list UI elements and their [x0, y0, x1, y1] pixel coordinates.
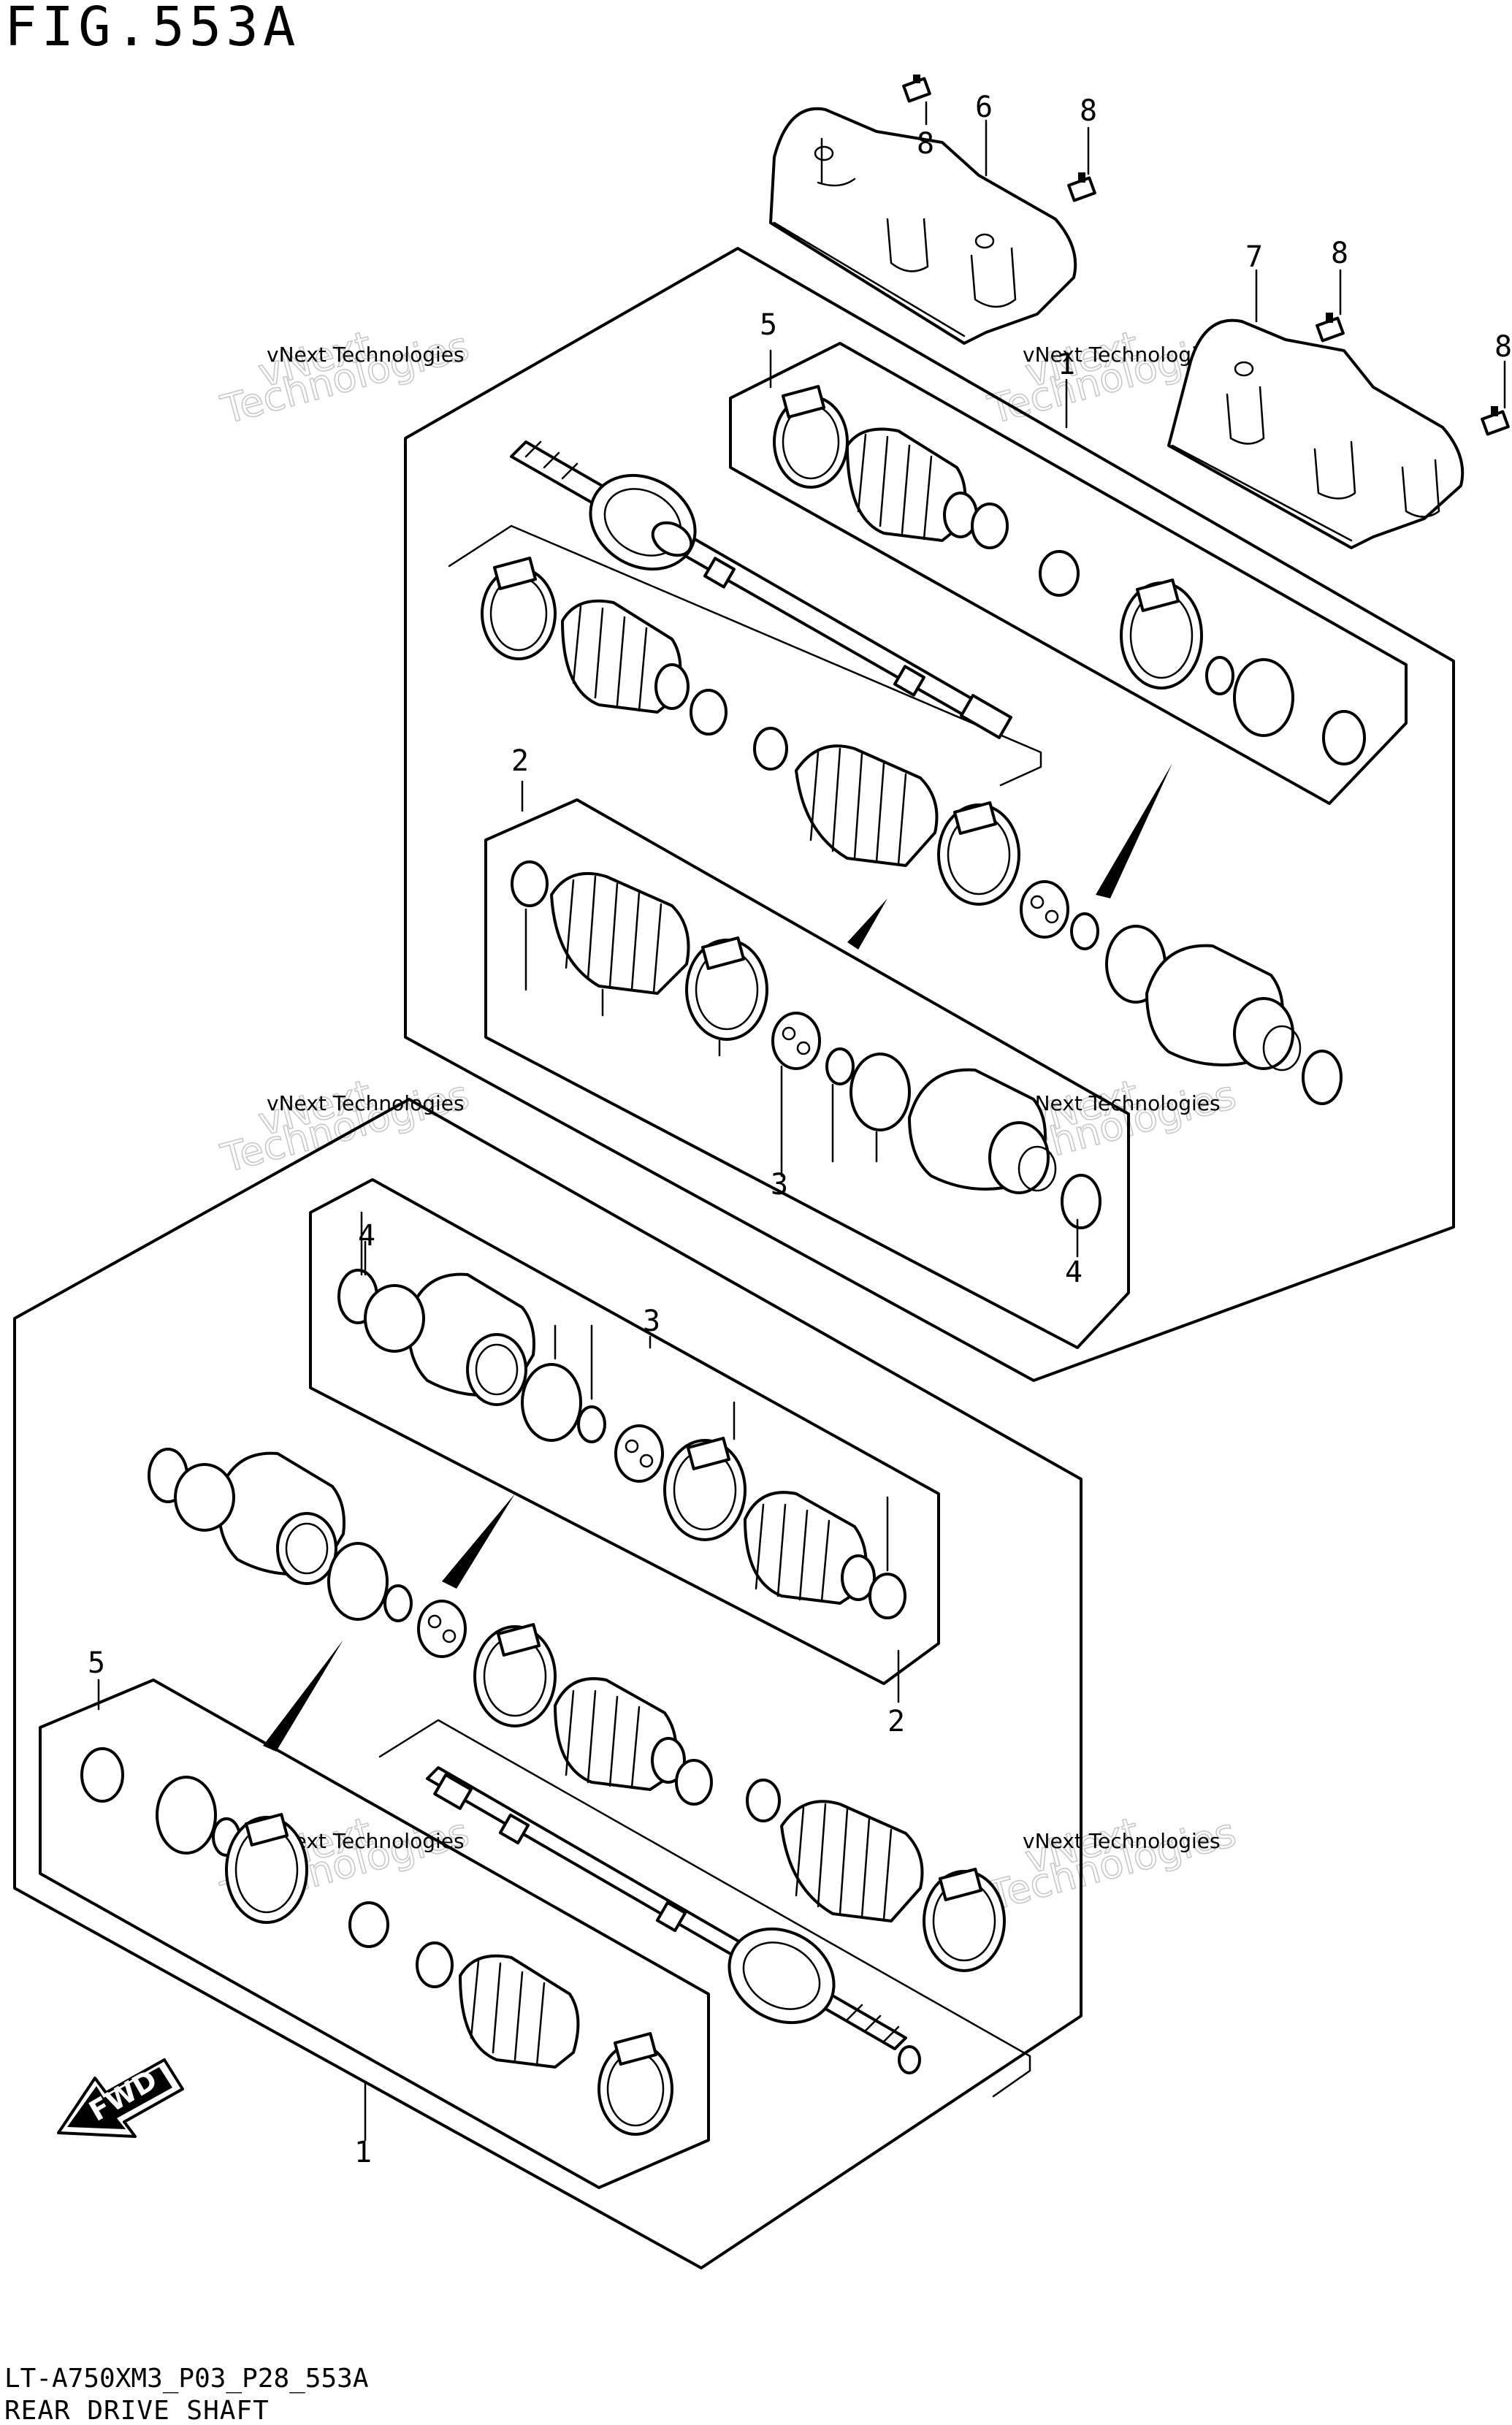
callout-3-bottom: 3	[643, 1305, 660, 1338]
upper-drive-shaft	[510, 440, 1012, 739]
lower-outer-kit-parts	[337, 1211, 906, 1619]
upper-shaft-strip	[448, 524, 1042, 787]
figure-title: FIG.553A	[4, 0, 299, 58]
callout-3-top: 3	[771, 1168, 788, 1202]
svg-text:vNext Technologies: vNext Technologies	[267, 343, 465, 367]
svg-text:vNext Technologies: vNext Technologies	[1023, 1091, 1221, 1115]
callout-leaders	[97, 101, 1506, 2142]
lower-assembly-arrow-2	[263, 1640, 343, 1752]
upper-outer-boot-parts	[481, 557, 1343, 1105]
upper-boot-kit-parts	[773, 385, 1366, 765]
svg-text:vNext Technologies: vNext Technologies	[267, 1091, 465, 1115]
lower-boot-kit-frame	[39, 1679, 710, 2189]
bolt-8-d	[1481, 406, 1510, 436]
callout-7: 7	[1245, 240, 1263, 274]
callout-8-d: 8	[1494, 330, 1512, 364]
callout-8-b: 8	[1080, 94, 1097, 128]
upper-inner-boot-kit-frame	[484, 798, 1130, 1349]
upper-assembly-arrow-2	[847, 898, 887, 950]
figure-subtitle: REAR DRIVE SHAFT	[4, 2396, 270, 2425]
model-code: LT-A750XM3_P03_P28_553A	[4, 2364, 369, 2394]
lower-inner-boot-kit-frame	[309, 1178, 940, 1685]
upper-assembly-frame	[404, 247, 1455, 1382]
callout-1-bottom: 1	[354, 2136, 372, 2169]
lower-drive-shaft	[426, 1766, 921, 2074]
lower-assembly-frame	[13, 1098, 1083, 2269]
bolt-8-a	[902, 75, 931, 103]
lower-outer-boot-parts	[746, 1779, 1006, 1972]
callout-5-top: 5	[760, 308, 777, 342]
upper-boot-kit-frame	[729, 342, 1408, 805]
svg-text:vNext Technologies: vNext Technologies	[1023, 343, 1221, 367]
lower-assembly-arrow-1	[442, 1494, 515, 1589]
watermark-6: vNext Technologies vNext Technologies	[982, 1808, 1241, 1920]
callout-8-c: 8	[1331, 237, 1348, 270]
callout-4-mid: 4	[1065, 1256, 1083, 1289]
callout-5-bottom: 5	[88, 1646, 105, 1680]
callout-4-left: 4	[358, 1219, 375, 1253]
lower-boot-kit-parts	[80, 1747, 673, 2136]
bolt-8-c	[1316, 313, 1345, 343]
lower-shaft-strip	[378, 1719, 1031, 2098]
callout-1-top: 1	[1058, 348, 1075, 381]
watermark-1: vNext Technologies vNext Technologies	[215, 321, 474, 434]
callout-8-a: 8	[917, 127, 934, 161]
callout-6: 6	[975, 91, 993, 124]
callout-2-top: 2	[511, 744, 529, 778]
bolt-8-b	[1067, 172, 1096, 202]
lower-inner-kit-parts	[148, 1448, 713, 1806]
watermark-3: vNext Technologies vNext Technologies	[215, 1070, 474, 1183]
upper-inner-kit-parts	[511, 860, 1101, 1229]
fwd-direction-arrow: FWD	[57, 2058, 184, 2138]
upper-assembly-arrow-1	[1096, 763, 1172, 898]
svg-text:vNext Technologies: vNext Technologies	[1023, 1829, 1221, 1853]
rear-guard-6	[769, 107, 1077, 345]
callout-2-bottom: 2	[887, 1705, 905, 1738]
rear-guard-7	[1167, 318, 1465, 549]
